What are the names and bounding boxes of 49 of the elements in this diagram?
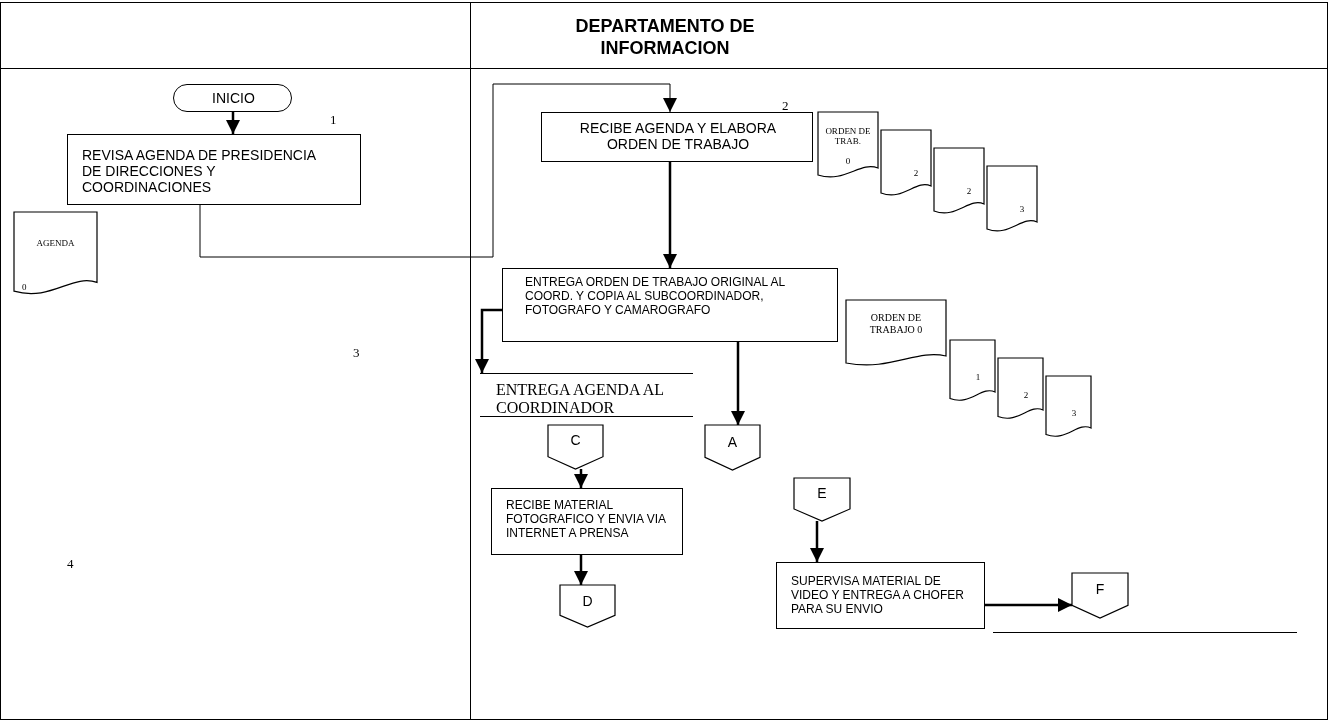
arrow [574, 555, 588, 585]
node-text: E [816, 485, 828, 502]
node-text: REVISA AGENDA DE PRESIDENCIA DE DIRECCIONES Y COORDINACIONES [82, 147, 317, 196]
node-text: A [726, 434, 739, 451]
node-text: 3 [1070, 408, 1078, 419]
node-text: SUPERVISA MATERIAL DE VIDEO Y ENTREGA A CHOFER PARA SU ENVIO [791, 575, 965, 617]
node-text: RECIBE AGENDA Y ELABORA ORDEN DE TRABAJO [578, 120, 778, 153]
node-text: 2 [912, 168, 920, 179]
off-page-connector [794, 478, 850, 521]
step-number: 3 [353, 345, 361, 361]
off-page-connector [560, 585, 615, 627]
arrow [226, 112, 240, 134]
node-text: C [569, 432, 582, 449]
process-box [502, 268, 838, 342]
node-text: ORDEN DE TRAB. [824, 126, 872, 147]
node-text: 2 [1022, 390, 1030, 401]
process-box [491, 488, 683, 555]
arrow [663, 162, 677, 268]
step-number: 2 [782, 98, 790, 114]
step-number: 1 [330, 112, 338, 128]
terminal-shape [173, 84, 292, 112]
process-box [541, 112, 813, 162]
node-text: F [1094, 581, 1106, 598]
node-text: INICIO [211, 90, 256, 107]
node-text: 3 [1018, 204, 1026, 215]
off-page-connector [1072, 573, 1128, 618]
arrow [731, 342, 745, 425]
node-text: 1 [974, 372, 982, 383]
node-text: D [581, 593, 594, 610]
off-page-connector [548, 425, 603, 469]
node-text: ENTREGA ORDEN DE TRABAJO ORIGINAL AL COORD. Y COPIA AL SUBCOORDINADOR, FOTOGRAFO Y CAMAROGRAFO [525, 276, 786, 318]
off-page-connector [705, 425, 760, 470]
arrow [475, 308, 502, 373]
node-text: 0 [844, 156, 852, 167]
node-text: AGENDA [35, 238, 76, 249]
arrow [810, 521, 824, 562]
node-text: 0 [22, 282, 28, 293]
arrow [199, 83, 677, 258]
header-text: DEPARTAMENTO DE INFORMACION [574, 16, 756, 60]
node-text: RECIBE MATERIAL FOTOGRAFICO Y ENVIA VIA INTERNET A PRENSA [506, 499, 667, 541]
step-number: 4 [67, 556, 75, 572]
arrow [985, 598, 1072, 612]
node-text: ENTREGA AGENDA AL COORDINADOR [496, 381, 665, 418]
process-box [776, 562, 985, 629]
storage-shape [480, 373, 693, 417]
arrow [574, 469, 588, 488]
process-box [67, 134, 361, 205]
node-text: ORDEN DE TRABAJO 0 [868, 312, 924, 335]
node-text: 2 [965, 186, 973, 197]
